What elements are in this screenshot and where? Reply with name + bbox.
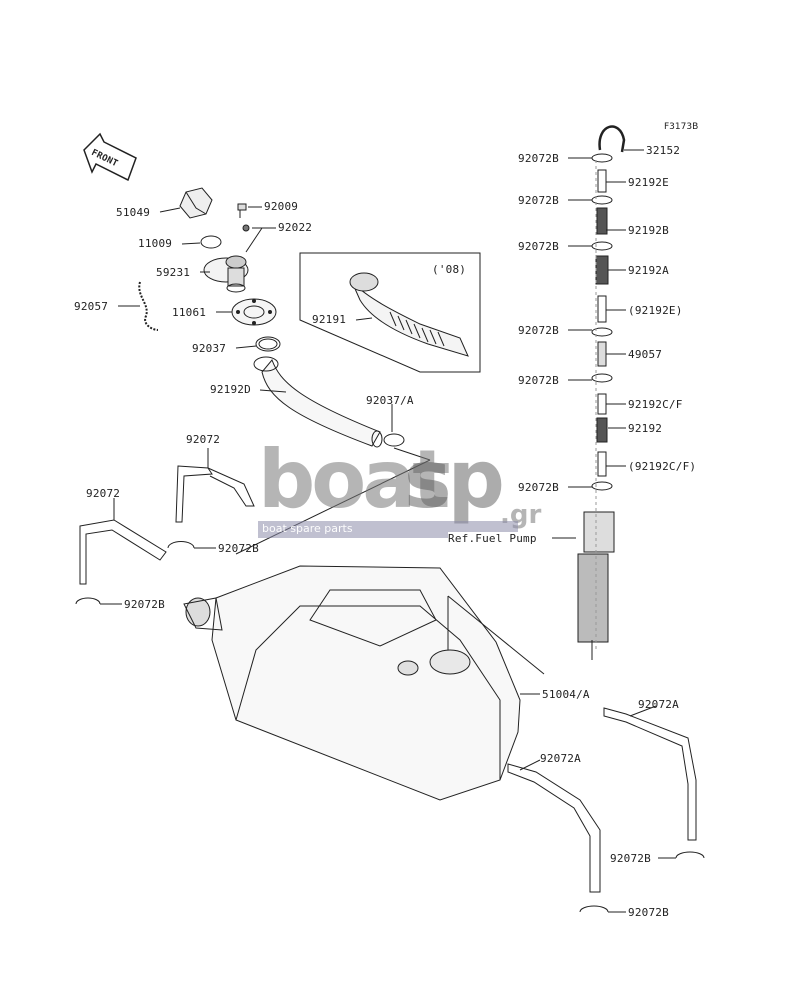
label-r7: 92192A bbox=[628, 264, 669, 277]
label-92009: 92009 bbox=[264, 200, 299, 213]
front-arrow-icon bbox=[83, 132, 137, 182]
label-r5: 92192B bbox=[628, 224, 669, 237]
bolt-92009 bbox=[237, 203, 262, 218]
label-92072A-right: 92072A bbox=[638, 698, 679, 711]
tether-92057 bbox=[118, 281, 159, 331]
strap-92072A-right bbox=[603, 705, 697, 841]
label-92022: 92022 bbox=[278, 221, 313, 234]
ref-note: Ref.Fuel Pump bbox=[448, 532, 537, 545]
label-92192D: 92192D bbox=[210, 383, 251, 396]
label-r12: 92192C/F bbox=[628, 398, 683, 411]
figure-code: F3173B bbox=[664, 122, 699, 132]
label-92072-top: 92072 bbox=[186, 433, 221, 446]
label-92037: 92037 bbox=[192, 342, 227, 355]
ring-11009 bbox=[200, 235, 222, 249]
label-92191: 92191 bbox=[312, 313, 347, 326]
fuel-pump-stack bbox=[577, 125, 644, 660]
label-r2: 32152 bbox=[646, 144, 681, 157]
strap-92072-top bbox=[175, 448, 255, 523]
label-r13: 92192 bbox=[628, 422, 663, 435]
label-92072-left: 92072 bbox=[86, 487, 121, 500]
label-r11: 92072B bbox=[518, 374, 559, 387]
label-r10: 49057 bbox=[628, 348, 663, 361]
fuel-tank-51004A bbox=[183, 565, 545, 801]
watermark-sp: sp bbox=[404, 433, 505, 526]
label-r9: 92072B bbox=[518, 324, 559, 337]
inset-year: ('08) bbox=[432, 263, 467, 276]
clip-92072B-br1 bbox=[658, 851, 705, 859]
clamp-92037A bbox=[235, 404, 431, 555]
label-92072B-mid: 92072B bbox=[218, 542, 259, 555]
label-92057: 92057 bbox=[74, 300, 109, 313]
label-r14: (92192C/F) bbox=[628, 460, 697, 473]
cap-51049 bbox=[159, 187, 213, 219]
clamp-92037 bbox=[235, 336, 281, 352]
watermark-tagline: boat spare parts bbox=[262, 522, 353, 535]
right-leaders bbox=[552, 157, 626, 539]
filler-neck-59231 bbox=[200, 227, 263, 293]
clip-92072B-mid bbox=[167, 541, 216, 549]
label-r8: (92192E) bbox=[628, 304, 683, 317]
hose-92192D bbox=[253, 356, 383, 448]
inset-box-2008 bbox=[299, 252, 481, 373]
label-r1: 92072B bbox=[518, 152, 559, 165]
label-r3: 92192E bbox=[628, 176, 669, 189]
label-r6: 92072B bbox=[518, 240, 559, 253]
clip-92072B-left bbox=[75, 597, 122, 605]
label-r4: 92072B bbox=[518, 194, 559, 207]
label-11061: 11061 bbox=[172, 306, 207, 319]
label-92072B-left: 92072B bbox=[124, 598, 165, 611]
clip-92072B-br2 bbox=[579, 905, 626, 913]
label-51004A: 51004/A bbox=[542, 688, 590, 701]
washer-92022 bbox=[242, 224, 250, 232]
label-11009: 11009 bbox=[138, 237, 173, 250]
strap-92072-left bbox=[79, 498, 167, 585]
label-92037A: 92037/A bbox=[366, 394, 414, 407]
label-51049: 51049 bbox=[116, 206, 151, 219]
gasket-11061 bbox=[216, 298, 277, 326]
label-92072A-mid: 92072A bbox=[540, 752, 581, 765]
strap-92072A-mid bbox=[507, 759, 601, 893]
watermark-boat: boat bbox=[258, 433, 450, 526]
label-59231: 59231 bbox=[156, 266, 191, 279]
label-92072B-br2: 92072B bbox=[628, 906, 669, 919]
label-r15: 92072B bbox=[518, 481, 559, 494]
label-92072B-br1: 92072B bbox=[610, 852, 651, 865]
